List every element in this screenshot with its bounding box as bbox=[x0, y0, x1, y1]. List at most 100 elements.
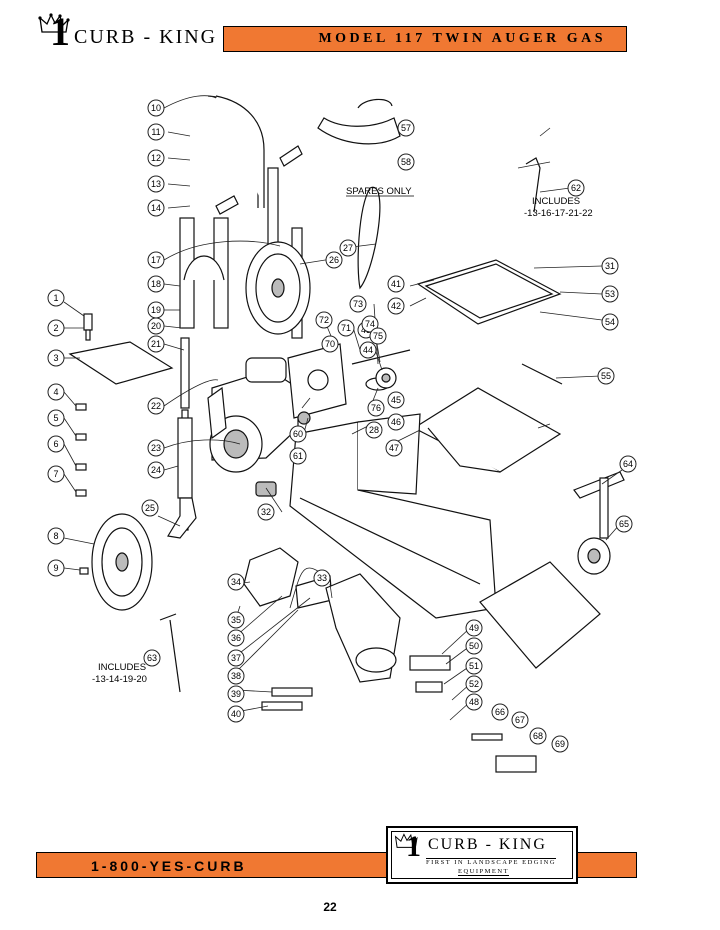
hopper bbox=[412, 387, 562, 473]
callout-6: 6 bbox=[47, 435, 65, 453]
callout-label: 18 bbox=[151, 279, 161, 289]
callout-2: 2 bbox=[47, 319, 65, 337]
callout-51: 51 bbox=[465, 657, 483, 675]
callout-23: 23 bbox=[147, 439, 165, 457]
crown-icon bbox=[38, 13, 70, 33]
callout-label: 63 bbox=[147, 653, 157, 663]
callout-label: 38 bbox=[231, 671, 241, 681]
callout-label: 35 bbox=[231, 615, 241, 625]
callout-label: 6 bbox=[53, 439, 58, 449]
callout-18: 18 bbox=[147, 275, 165, 293]
callout-label: 55 bbox=[601, 371, 611, 381]
page-number: 22 bbox=[323, 900, 337, 914]
small-hardware bbox=[75, 157, 563, 773]
callout-45: 45 bbox=[387, 391, 405, 409]
callout-76: 76 bbox=[367, 399, 385, 417]
callout-label: 71 bbox=[341, 323, 351, 333]
callout-40: 40 bbox=[227, 705, 245, 723]
callout-label: 28 bbox=[369, 425, 379, 435]
callout-label: 2 bbox=[53, 323, 58, 333]
callout-label: 48 bbox=[469, 697, 479, 707]
footer-logo: 1 CURB - KING FIRST IN LANDSCAPE EDGING … bbox=[386, 826, 578, 884]
callout-49: 49 bbox=[465, 619, 483, 637]
note-spares-only: SPARES ONLY bbox=[346, 186, 412, 197]
callout-label: 67 bbox=[515, 715, 525, 725]
callout-32: 32 bbox=[257, 503, 275, 521]
callout-70: 70 bbox=[321, 335, 339, 353]
callout-label: 27 bbox=[343, 243, 353, 253]
callout-label: 54 bbox=[605, 317, 615, 327]
callout-label: 70 bbox=[325, 339, 335, 349]
callout-27: 27 bbox=[339, 239, 357, 257]
callout-label: 11 bbox=[151, 127, 160, 137]
callout-24: 24 bbox=[147, 461, 165, 479]
callout-12: 12 bbox=[147, 149, 165, 167]
callout-label: 22 bbox=[151, 401, 161, 411]
callout-60: 60 bbox=[289, 425, 307, 443]
callout-37: 37 bbox=[227, 649, 245, 667]
callout-42: 42 bbox=[387, 297, 405, 315]
callout-5: 5 bbox=[47, 409, 65, 427]
callout-3: 3 bbox=[47, 349, 65, 367]
callout-label: 32 bbox=[261, 507, 271, 517]
callout-58: 58 bbox=[397, 153, 415, 171]
callout-label: 33 bbox=[317, 573, 327, 583]
engine bbox=[207, 357, 299, 473]
callout-label: 57 bbox=[401, 123, 411, 133]
phone-number: 1-800-YES-CURB bbox=[91, 858, 247, 874]
callout-label: 34 bbox=[231, 577, 241, 587]
callout-label: 62 bbox=[571, 183, 581, 193]
callout-57: 57 bbox=[397, 119, 415, 137]
callout-44: 44 bbox=[359, 341, 377, 359]
logo-numeral: 1 bbox=[50, 9, 70, 54]
callout-label: 60 bbox=[293, 429, 303, 439]
callout-label: 41 bbox=[391, 279, 401, 289]
chute-guard bbox=[317, 98, 401, 145]
callout-label: 3 bbox=[53, 353, 58, 363]
callout-label: 25 bbox=[145, 503, 155, 513]
side-cover bbox=[479, 561, 601, 669]
crank-and-pulley bbox=[573, 471, 625, 575]
callout-label: 23 bbox=[151, 443, 161, 453]
callout-label: 45 bbox=[391, 395, 401, 405]
callout-66: 66 bbox=[491, 703, 509, 721]
note-includes-62-parts: -13-16-17-21-22 bbox=[524, 208, 593, 219]
callout-label: 24 bbox=[151, 465, 161, 475]
callout-label: 21 bbox=[151, 339, 161, 349]
callout-35: 35 bbox=[227, 611, 245, 629]
callout-label: 31 bbox=[605, 261, 615, 271]
callout-8: 8 bbox=[47, 527, 65, 545]
callout-label: 14 bbox=[151, 203, 161, 213]
callout-63: 63 bbox=[143, 649, 161, 667]
callout-group: 1234567891011121314171819202122232425262… bbox=[47, 99, 637, 753]
callout-4: 4 bbox=[47, 383, 65, 401]
callout-label: 26 bbox=[329, 255, 339, 265]
footer-logo-wordmark: CURB - KING bbox=[428, 836, 547, 853]
callout-label: 20 bbox=[151, 321, 161, 331]
callout-10: 10 bbox=[147, 99, 165, 117]
callout-label: 13 bbox=[151, 179, 161, 189]
callout-label: 69 bbox=[555, 739, 565, 749]
callout-39: 39 bbox=[227, 685, 245, 703]
callout-label: 50 bbox=[469, 641, 479, 651]
callout-label: 5 bbox=[53, 413, 58, 423]
logo-wordmark: CURB - KING bbox=[74, 26, 218, 48]
callout-13: 13 bbox=[147, 175, 165, 193]
callout-74: 74 bbox=[361, 315, 379, 333]
callout-41: 41 bbox=[387, 275, 405, 293]
callout-label: 49 bbox=[469, 623, 479, 633]
callout-72: 72 bbox=[315, 311, 333, 329]
callout-label: 51 bbox=[469, 661, 479, 671]
callout-label: 72 bbox=[319, 315, 329, 325]
note-includes-63: INCLUDES bbox=[98, 662, 146, 673]
callout-11: 11 bbox=[147, 123, 165, 141]
callout-label: 36 bbox=[231, 633, 241, 643]
callout-label: 53 bbox=[605, 289, 615, 299]
callout-73: 73 bbox=[349, 295, 367, 313]
callout-label: 1 bbox=[53, 293, 58, 303]
callout-69: 69 bbox=[551, 735, 569, 753]
callout-19: 19 bbox=[147, 301, 165, 319]
exploded-parts-diagram: 1234567891011121314171819202122232425262… bbox=[47, 95, 637, 773]
callout-label: 42 bbox=[391, 301, 401, 311]
callout-label: 12 bbox=[151, 153, 161, 163]
